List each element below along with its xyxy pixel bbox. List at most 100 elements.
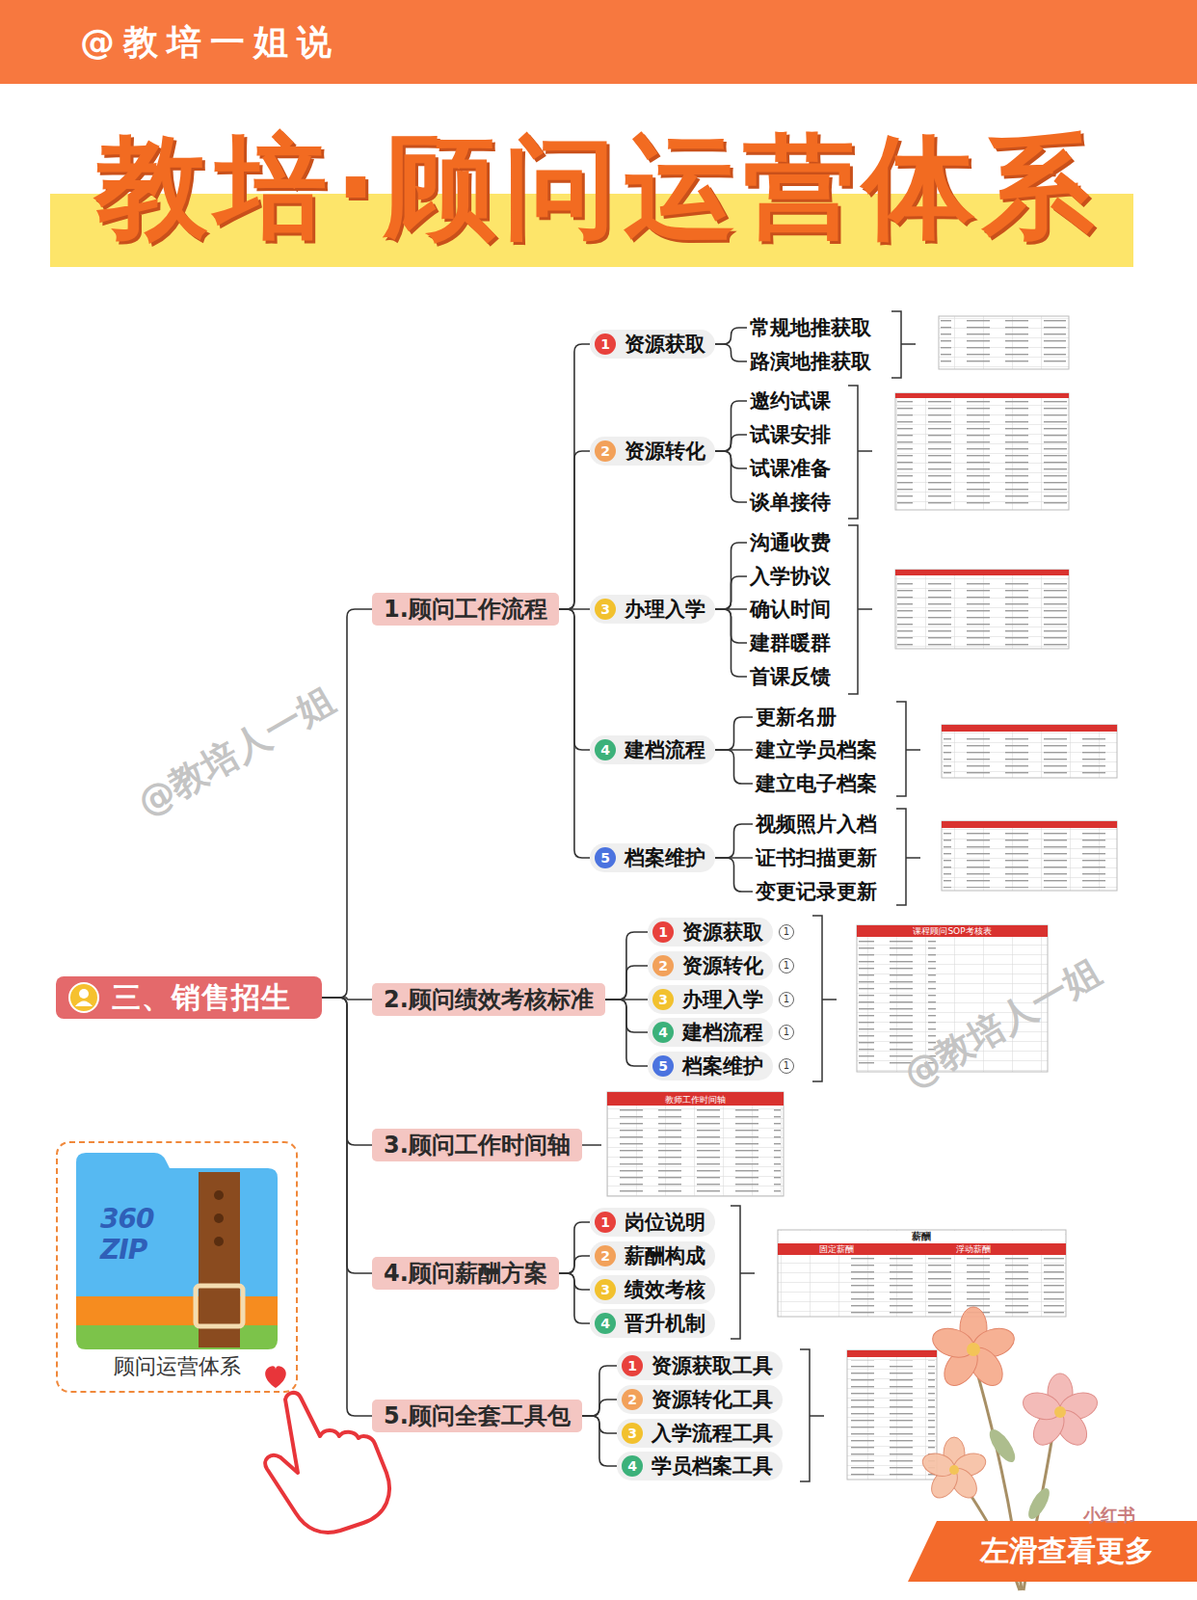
topic-text: 左滑查看更多	[980, 1531, 1154, 1571]
connector	[582, 1365, 617, 1416]
leaf-topic: 首课反馈	[746, 663, 834, 691]
topic-text: 资源获取工具	[651, 1352, 773, 1380]
topic-text: 常规地推获取	[749, 314, 872, 342]
leaf-topic: 试课准备	[746, 454, 834, 482]
connector	[715, 434, 747, 452]
topic-text: 档案维护	[624, 844, 706, 872]
numbered-topic: 2 资源转化	[647, 951, 773, 981]
topic-text: 办理入学	[624, 595, 706, 623]
number-badge: 3	[594, 1278, 616, 1301]
topic-text: 试课安排	[749, 421, 831, 449]
leaf-topic: 建群暖群	[746, 629, 834, 657]
topic-text: 4.顾问薪酬方案	[383, 1257, 548, 1289]
numbered-topic: 5 档案维护	[589, 843, 716, 873]
number-badge: 1	[594, 333, 616, 355]
topic-text: 建档流程	[682, 1018, 764, 1046]
number-badge: 3	[652, 988, 674, 1011]
leaf-topic: 入学协议	[746, 562, 834, 590]
icon-text: ZIP	[100, 1235, 147, 1265]
topic-text: 1.顾问工作流程	[383, 593, 548, 625]
topic-text: 资源获取	[624, 330, 706, 358]
topic-text: 谈单接待	[749, 488, 831, 516]
leaf-topic: 确认时间	[746, 595, 834, 623]
table-header: 教师工作时间轴	[665, 1093, 726, 1106]
topic-text: 晋升机制	[624, 1309, 706, 1337]
topic-text: 资源转化工具	[651, 1385, 773, 1413]
number-badge: 2	[621, 1388, 643, 1410]
topic-text: 视频照片入档	[755, 810, 878, 838]
topic-text: 建立电子档案	[755, 770, 878, 798]
connector	[558, 344, 590, 610]
number-badge: 2	[652, 955, 674, 977]
connector	[558, 451, 590, 610]
topic-text: 证书扫描更新	[755, 844, 878, 872]
connector	[715, 542, 747, 610]
topic-text: 办理入学	[682, 985, 764, 1013]
connector	[558, 1222, 590, 1274]
numbered-topic: 1 岗位说明	[589, 1207, 716, 1237]
connector	[605, 999, 648, 1066]
numbered-topic: 3 入学流程工具	[616, 1418, 783, 1448]
topic-text: 绩效考核	[624, 1276, 706, 1304]
branch-box: 1.顾问工作流程	[372, 592, 559, 626]
table-header: 固定薪酬	[819, 1243, 854, 1255]
connector	[558, 1273, 590, 1324]
numbered-topic: 4 学员档案工具	[616, 1451, 783, 1481]
leaf-topic: 邀约试课	[746, 387, 834, 415]
numbered-topic: 4建档流程	[589, 735, 716, 765]
leaf-topic: 常规地推获取	[746, 314, 875, 342]
branch-box: 3.顾问工作时间轴	[372, 1128, 583, 1162]
number-badge: 4	[621, 1455, 643, 1477]
watermark: @教培人一姐	[895, 947, 1111, 1100]
number-badge: 1	[621, 1355, 643, 1377]
collapse-count: 1	[778, 991, 795, 1008]
number-badge: 5	[594, 847, 616, 869]
topic-text: 建立学员档案	[755, 736, 878, 764]
leaf-topic: 谈单接待	[746, 488, 834, 516]
connector	[715, 824, 753, 858]
topic-text: 资源转化	[624, 437, 706, 465]
topic-text: 路演地推获取	[749, 347, 872, 375]
number-badge: 3	[621, 1422, 643, 1444]
numbered-topic: 4 建档流程	[647, 1017, 773, 1047]
number-badge: 3	[594, 598, 616, 620]
numbered-topic: 1 资源获取工具	[616, 1351, 783, 1381]
numbered-topic: 5档案维护	[647, 1051, 773, 1081]
leaf-topic: 路演地推获取	[746, 347, 875, 375]
branch-box: 5.顾问全套工具包	[372, 1399, 583, 1433]
swipe-banner: 左滑查看更多	[907, 1520, 1197, 1582]
topic-text: 岗位说明	[624, 1208, 706, 1236]
topic-text: 入学流程工具	[651, 1419, 773, 1447]
connector	[715, 576, 747, 610]
number-badge: 1	[594, 1211, 616, 1233]
connector	[715, 327, 747, 345]
topic-text: 资源转化	[682, 952, 764, 980]
root-topic: 三、销售招生	[55, 976, 322, 1019]
page-title: 教培·顾问运营体系	[0, 127, 1197, 247]
leaf-topic: 变更记录更新	[752, 877, 880, 905]
leaf-topic: 证书扫描更新	[752, 844, 880, 872]
topic-text: 3.顾问工作时间轴	[383, 1129, 571, 1161]
branch-box: 4.顾问薪酬方案	[372, 1256, 559, 1290]
number-badge: 2	[594, 440, 616, 462]
topic-text: 邀约试课	[749, 387, 831, 415]
connector	[715, 857, 753, 892]
folder-icon	[76, 1152, 278, 1350]
topic-text: 沟通收费	[749, 529, 831, 557]
table-header: 课程顾问SOP考核表	[912, 925, 991, 937]
zip-icon-box: 顾问运营体系	[55, 1141, 298, 1393]
numbered-topic: 2 资源转化工具	[616, 1384, 783, 1414]
account-name: @教培一姐说	[79, 21, 341, 64]
collapse-count: 1	[778, 957, 795, 974]
topic-text: 5.顾问全套工具包	[383, 1400, 571, 1432]
connector	[715, 451, 747, 503]
numbered-topic: 3 办理入学	[589, 594, 716, 624]
number-badge: 4	[652, 1021, 674, 1043]
topic-text: 学员档案工具	[651, 1452, 773, 1480]
leaf-topic: 沟通收费	[746, 529, 834, 557]
numbered-topic: 2薪酬构成	[589, 1241, 716, 1271]
connector	[582, 1415, 617, 1466]
topic-text: 2.顾问绩效考核标准	[383, 984, 594, 1015]
collapse-count: 1	[778, 1058, 795, 1074]
topic-text: 档案维护	[682, 1052, 764, 1080]
